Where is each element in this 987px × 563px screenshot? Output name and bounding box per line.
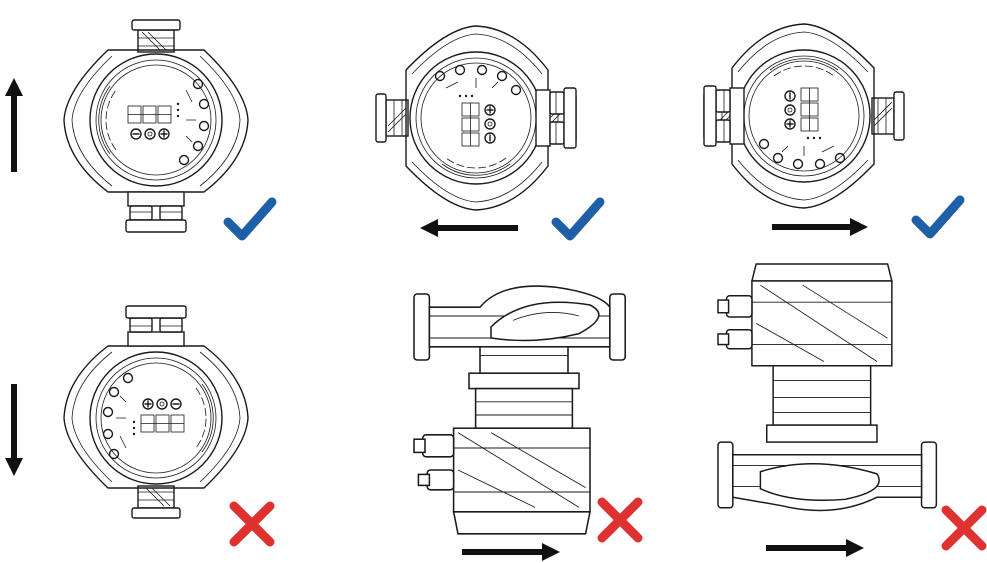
pump-side-drawing [413, 285, 626, 535]
arrow-icon [772, 218, 868, 236]
side-view-motor-down [413, 285, 638, 561]
cross-icon [946, 510, 982, 546]
front-view-arrow-up [5, 19, 272, 236]
arrow-icon [5, 384, 23, 476]
checkmark-icon [228, 202, 272, 236]
cross-icon [602, 502, 638, 538]
checkmark-icon [556, 202, 600, 236]
cross-icon [234, 506, 270, 542]
arrow-icon [420, 219, 518, 237]
pump-side-drawing [717, 263, 938, 512]
arrow-icon [462, 543, 560, 561]
pump-front-drawing [63, 305, 249, 519]
front-view-arrow-down [5, 305, 270, 542]
side-view-motor-up [717, 263, 982, 557]
front-view-arrow-left [375, 25, 600, 237]
arrow-icon [766, 539, 864, 557]
front-view-arrow-right [703, 23, 960, 236]
pump-front-drawing [63, 19, 249, 233]
checkmark-icon [916, 200, 960, 234]
arrow-icon [5, 78, 23, 172]
